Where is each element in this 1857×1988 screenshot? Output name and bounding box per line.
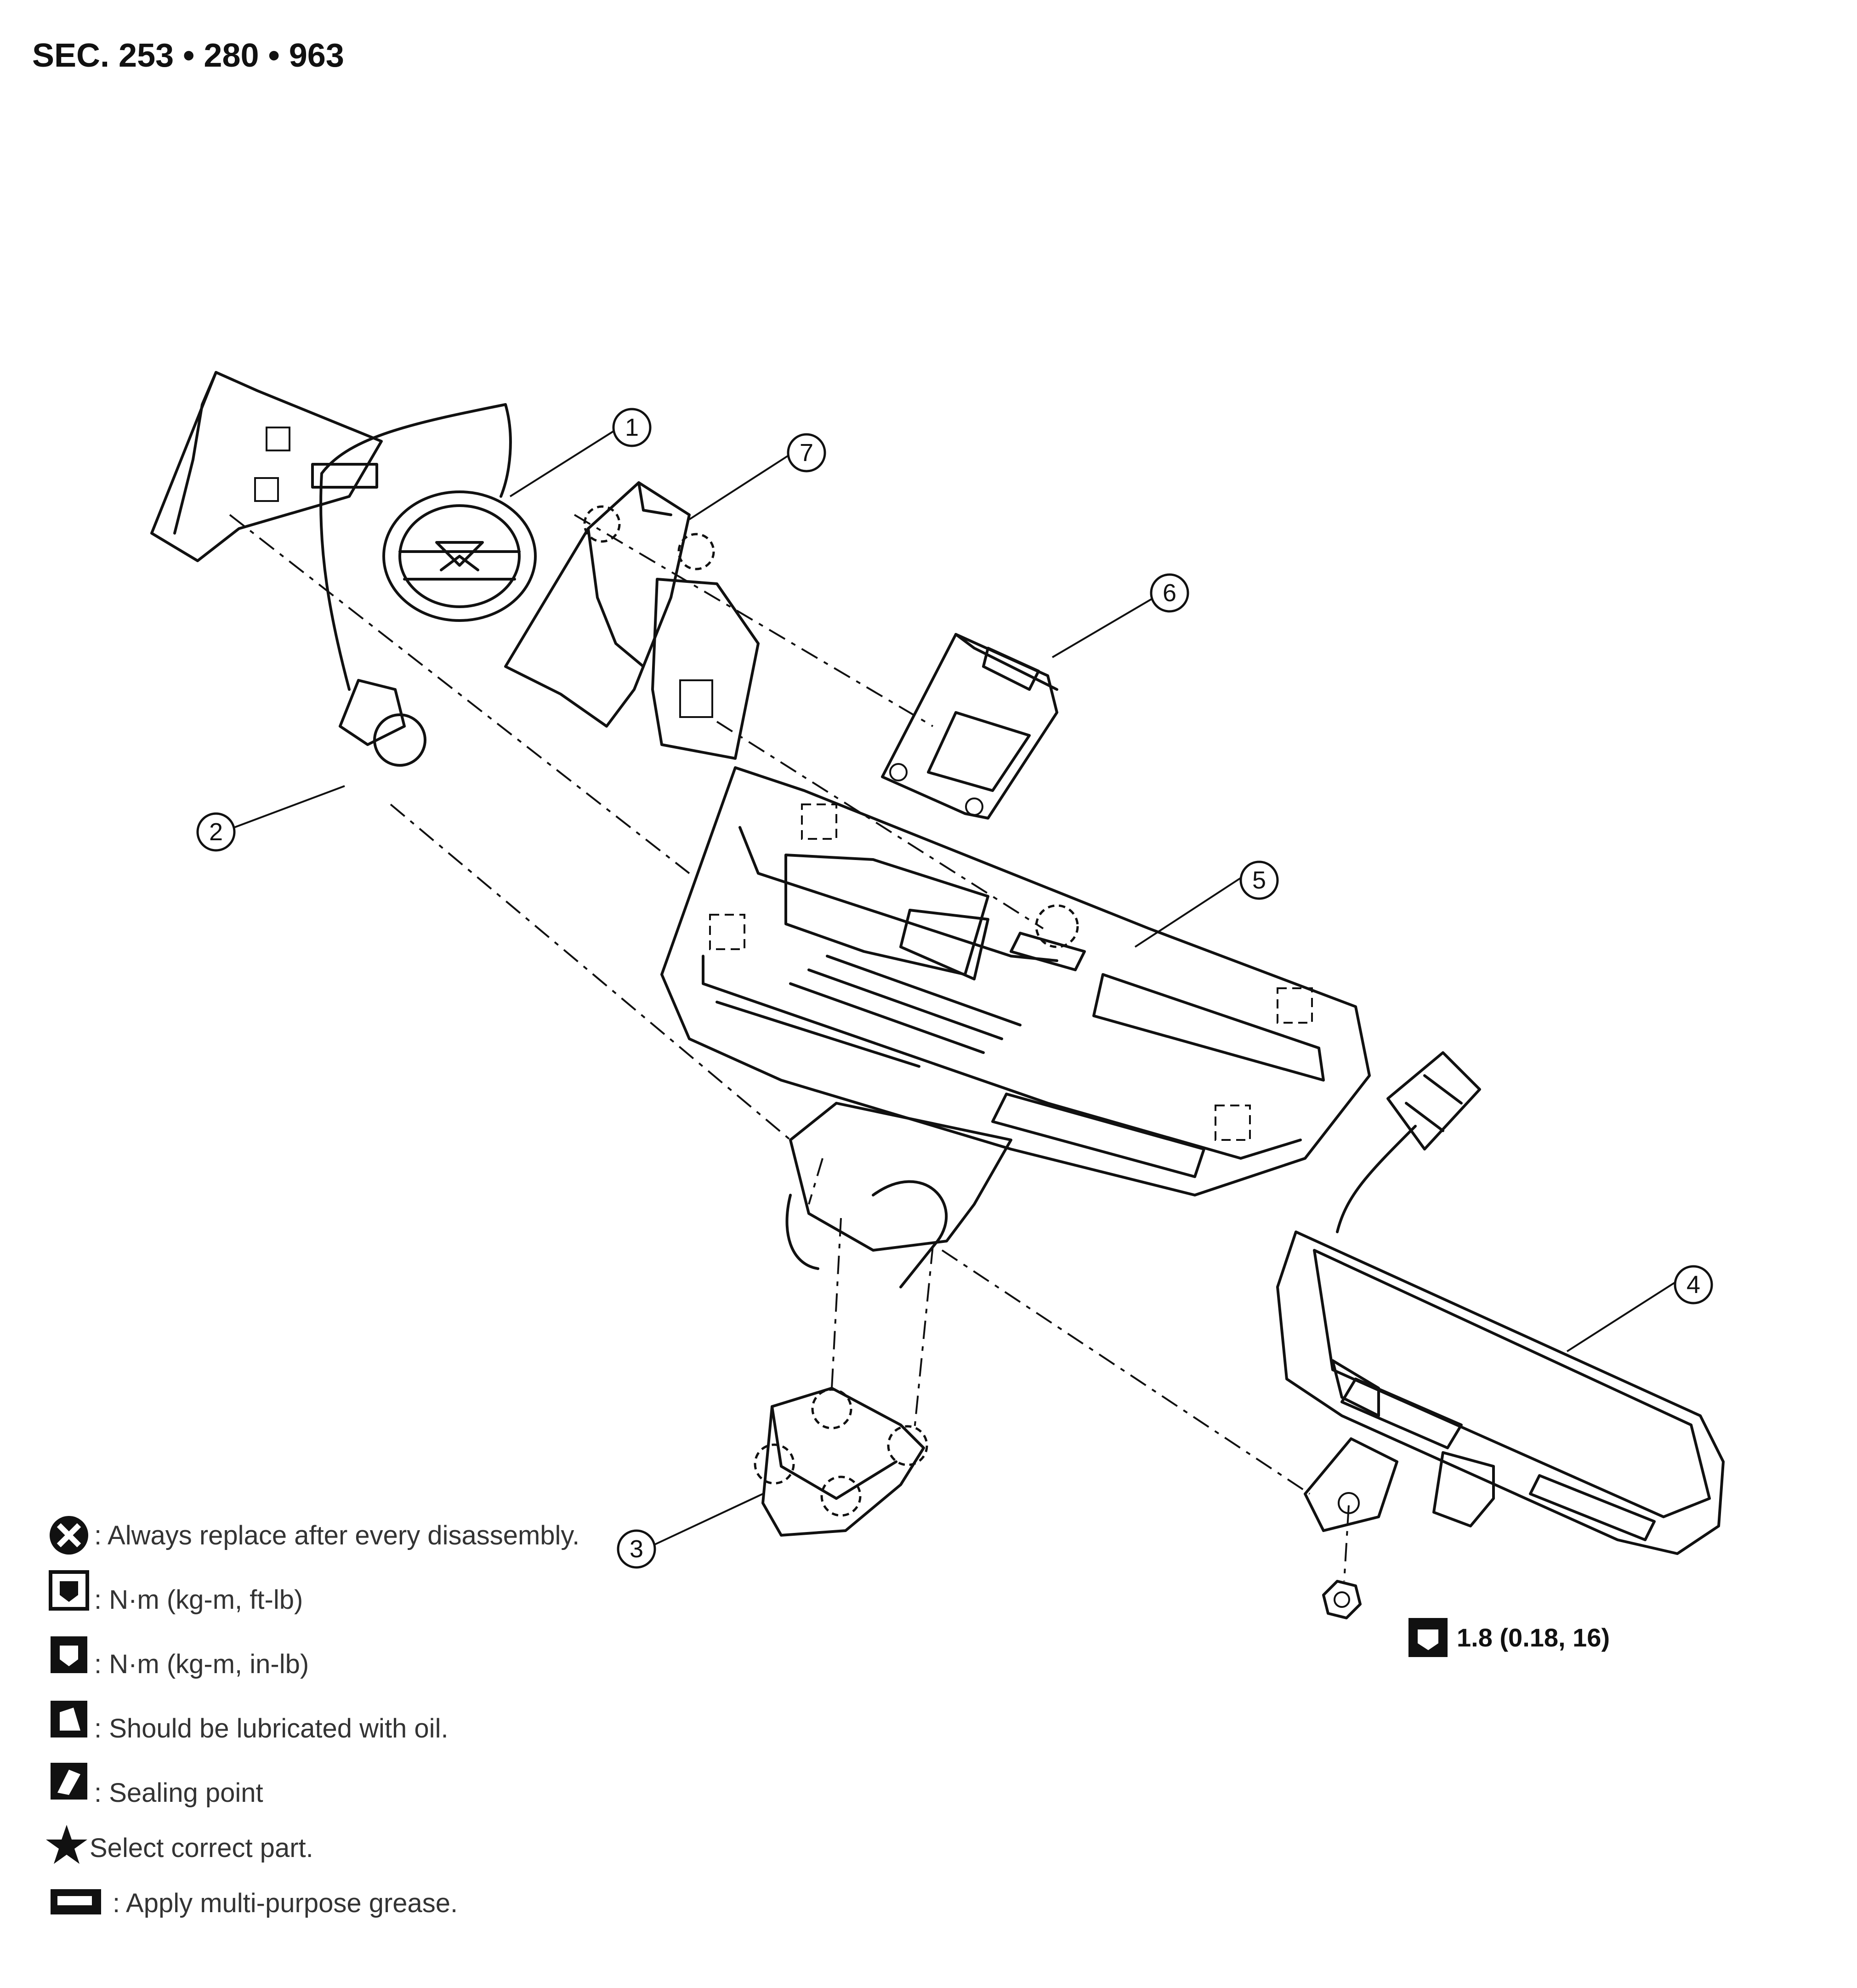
nut	[1322, 1505, 1362, 1619]
torque-ftlb-icon	[49, 1570, 89, 1611]
svg-text:: Should be lubricated with oi: : Should be lubricated with oil.	[94, 1714, 449, 1743]
legend-item-torque-ftlb: : N·m (kg-m, ft-lb)	[49, 1570, 303, 1615]
replace-x-icon	[50, 1516, 88, 1555]
upper-bracket	[150, 371, 507, 767]
leader-lines	[234, 429, 1676, 1545]
legend-item-torque-inlb: : N·m (kg-m, in-lb)	[51, 1636, 309, 1679]
svg-text:7: 7	[800, 439, 813, 467]
clip-bracket-part-7	[504, 481, 760, 760]
svg-text:4: 4	[1687, 1271, 1700, 1299]
callout-3: 3	[617, 1529, 656, 1569]
svg-text:2: 2	[209, 818, 223, 846]
svg-text:5: 5	[1252, 866, 1266, 894]
svg-text:: Always replace after every d: : Always replace after every disassembly…	[94, 1521, 579, 1550]
assembly-lines	[229, 514, 1311, 1495]
grease-gun-icon	[51, 1889, 101, 1914]
svg-text:Select correct part.: Select correct part.	[90, 1833, 313, 1863]
callout-2: 2	[196, 812, 236, 852]
svg-text:6: 6	[1163, 579, 1176, 607]
torque-spec: 1.8 (0.18, 16)	[1408, 1618, 1610, 1657]
svg-text:: Sealing point: : Sealing point	[94, 1778, 263, 1808]
legend-item-grease: : Apply multi-purpose grease.	[51, 1888, 458, 1918]
torque-inlb-icon	[51, 1636, 87, 1673]
svg-text:: Apply multi-purpose grease.: : Apply multi-purpose grease.	[113, 1888, 458, 1918]
callout-4: 4	[1674, 1265, 1713, 1304]
callout-6: 6	[1150, 573, 1189, 613]
torque-value: 1.8 (0.18, 16)	[1457, 1623, 1610, 1652]
callout-7: 7	[787, 433, 826, 473]
cover-part-3	[754, 1387, 928, 1537]
star-icon	[46, 1825, 87, 1864]
oil-can-icon	[51, 1701, 87, 1737]
callout-5: 5	[1239, 860, 1279, 900]
sensor-ring-part-1	[382, 403, 537, 622]
mirror-part-4	[1276, 1051, 1725, 1555]
svg-text:: N·m (kg-m, in-lb): : N·m (kg-m, in-lb)	[94, 1649, 309, 1679]
svg-text:3: 3	[630, 1535, 643, 1563]
legend: : Always replace after every disassembly…	[46, 1516, 579, 1918]
svg-text:: N·m (kg-m, ft-lb): : N·m (kg-m, ft-lb)	[94, 1585, 303, 1615]
module-part-6	[881, 633, 1058, 820]
console-panel-part-5	[660, 766, 1371, 1288]
sealing-icon	[51, 1763, 87, 1800]
legend-item-replace: : Always replace after every disassembly…	[50, 1516, 579, 1555]
legend-item-oil: : Should be lubricated with oil.	[51, 1701, 449, 1743]
legend-item-select: Select correct part.	[46, 1825, 313, 1864]
legend-item-sealing: : Sealing point	[51, 1763, 263, 1808]
callout-1: 1	[612, 408, 652, 447]
svg-text:1: 1	[625, 414, 639, 441]
section-code: SEC. 253 • 280 • 963	[32, 37, 344, 74]
